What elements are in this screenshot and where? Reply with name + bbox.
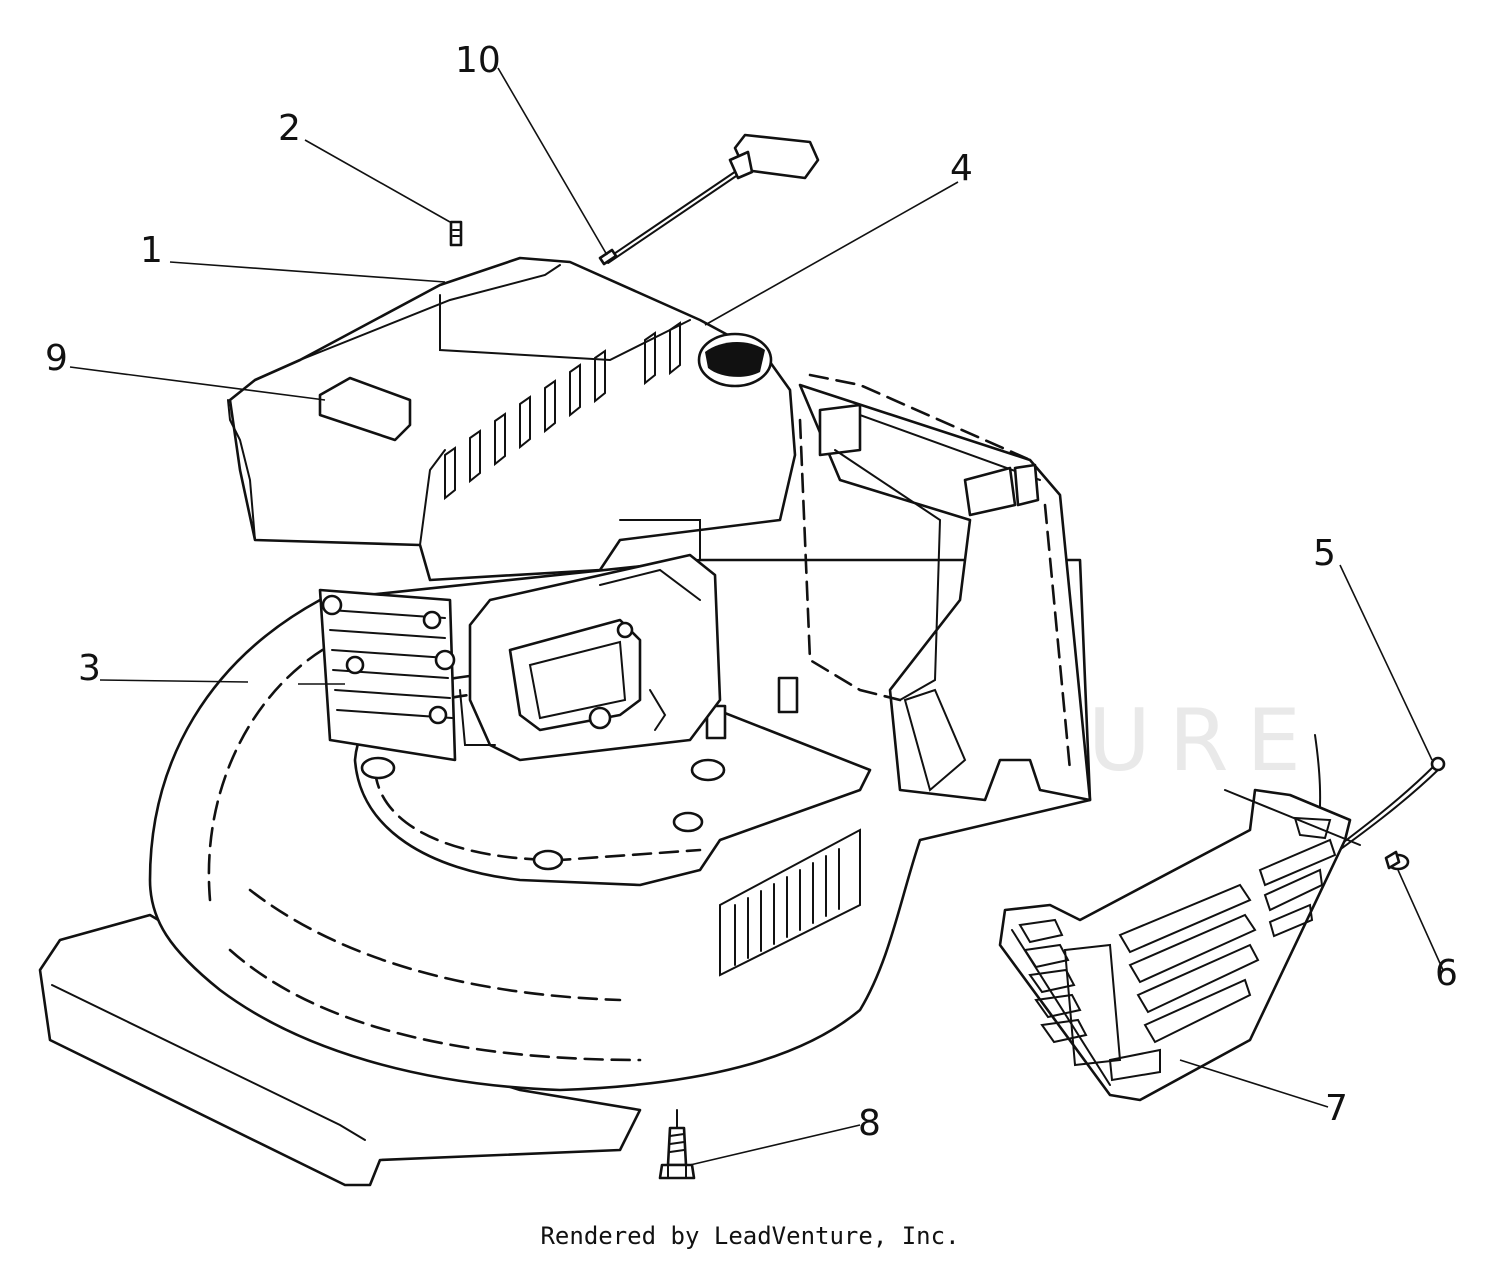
callout-6: 6 xyxy=(1435,953,1458,994)
screw-part-2 xyxy=(449,220,463,247)
leader-line-3 xyxy=(99,679,249,683)
callout-4: 4 xyxy=(950,148,973,189)
leader-line-2 xyxy=(304,139,451,223)
callout-10: 10 xyxy=(455,40,501,81)
leader-line-1 xyxy=(169,261,446,283)
leader-line-10 xyxy=(497,67,608,256)
engine-assembly xyxy=(227,256,797,762)
callout-3: 3 xyxy=(78,648,101,689)
leader-line-9 xyxy=(69,366,326,401)
footer-credit: Rendered by LeadVenture, Inc. xyxy=(540,1222,960,1250)
leader-line-4 xyxy=(704,181,959,326)
deck-vent-slots xyxy=(719,828,861,977)
bolt-part-8 xyxy=(658,1109,696,1180)
leader-line-5 xyxy=(1339,564,1433,761)
leader-lines xyxy=(69,67,1444,1166)
callout-2: 2 xyxy=(278,108,301,149)
shroud-vents xyxy=(444,321,681,501)
rear-guard-part-7 xyxy=(998,788,1361,1102)
callout-8: 8 xyxy=(858,1103,881,1144)
leader-line-8 xyxy=(689,1124,861,1166)
leader-line-6 xyxy=(1397,869,1444,971)
callout-9: 9 xyxy=(45,338,68,379)
callout-7: 7 xyxy=(1325,1088,1348,1129)
screw-part-6 xyxy=(1384,850,1410,871)
callouts: 1 2 3 4 5 6 7 8 9 10 xyxy=(45,40,1458,1144)
callout-1: 1 xyxy=(140,230,163,271)
callout-5: 5 xyxy=(1313,533,1336,574)
starter-rope-part-10 xyxy=(598,133,820,266)
leader-line-7 xyxy=(1179,1059,1329,1108)
